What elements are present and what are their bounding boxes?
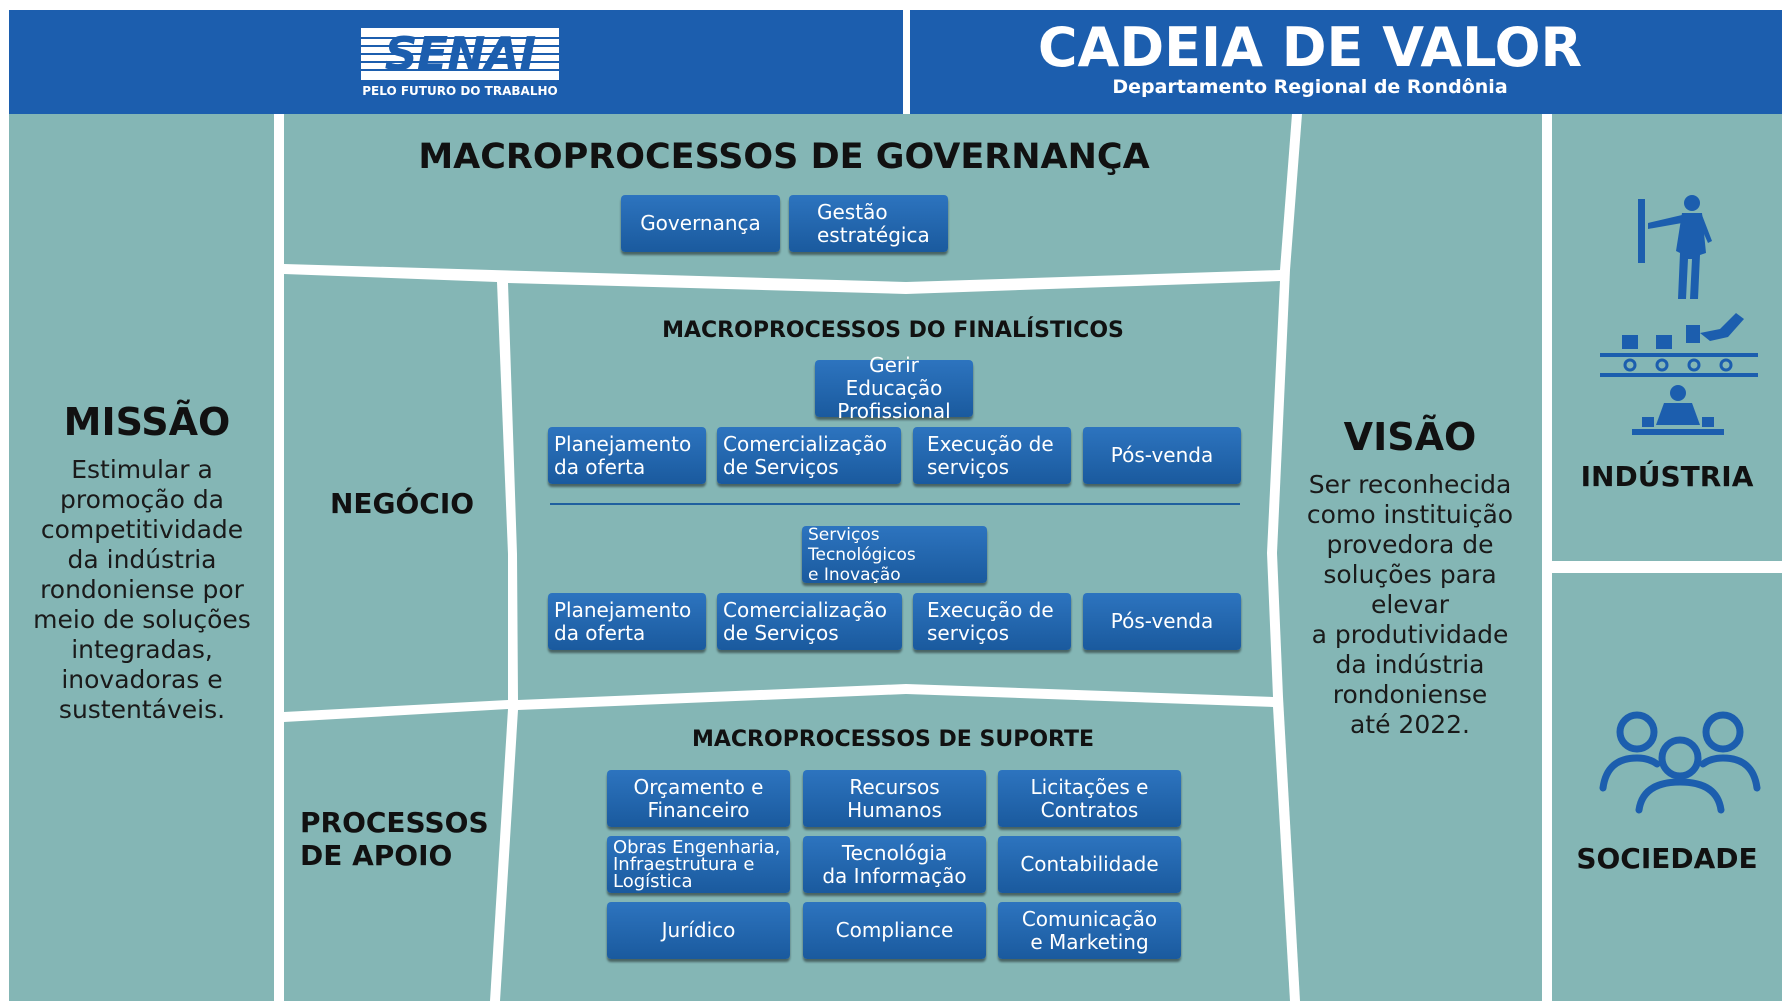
missao-title: MISSÃO <box>63 400 231 444</box>
licitacoes-contratos-box[interactable]: Licitações e Contratos <box>998 770 1181 827</box>
finalisticos-title: MACROPROCESSOS DO FINALÍSTICOS <box>662 318 1124 343</box>
page-subtitle: Departamento Regional de Rondônia <box>1112 76 1508 98</box>
industria-label: INDÚSTRIA <box>1580 460 1754 493</box>
orcamento-financeiro-box[interactable]: Orçamento e Financeiro <box>607 770 790 827</box>
conveyor-robot-icon <box>1600 313 1758 377</box>
suporte-title: MACROPROCESSOS DE SUPORTE <box>691 727 1095 752</box>
logo-tagline: PELO FUTURO DO TRABALHO <box>362 84 558 98</box>
group-divider <box>550 503 1240 505</box>
compliance-box[interactable]: Compliance <box>803 902 986 959</box>
worker-icon <box>1638 195 1712 299</box>
comunicacao-marketing-box[interactable]: Comunicação e Marketing <box>998 902 1181 959</box>
missao-text: Estimular a promoção da competitividade … <box>33 455 251 724</box>
obras-engenharia-box[interactable]: Obras Engenharia, Infraestrutura e Logís… <box>607 836 790 893</box>
apoio-label: PROCESSOS DE APOIO <box>300 806 489 872</box>
tecnologia-informacao-box[interactable]: Tecnológia da Informação <box>803 836 986 893</box>
negocio-label: NEGÓCIO <box>329 487 475 520</box>
pos-venda-box[interactable]: Pós-venda <box>1083 427 1241 484</box>
visao-title: VISÃO <box>1343 415 1477 459</box>
assembly-worker-icon <box>1632 385 1724 435</box>
logo-text: SENAI <box>384 27 537 81</box>
page-title: CADEIA DE VALOR <box>1037 16 1583 79</box>
execucao-servicos-box[interactable]: Execução de serviços <box>913 427 1071 484</box>
servicos-tecnologicos-box[interactable]: Serviços Tecnológicos e Inovação <box>802 525 987 585</box>
pos-venda-box-2[interactable]: Pós-venda <box>1083 593 1241 650</box>
governanca-title: MACROPROCESSOS DE GOVERNANÇA <box>418 137 1150 177</box>
governanca-box[interactable]: Governança <box>621 195 780 252</box>
planejamento-oferta-box[interactable]: Planejamento da oferta <box>548 427 706 484</box>
comercializacao-servicos-box[interactable]: Comercialização de Serviços <box>717 427 901 484</box>
execucao-servicos-box-2[interactable]: Execução de serviços <box>913 593 1071 650</box>
senai-logo: SENAI <box>361 28 559 80</box>
visao-text: Ser reconhecida como instituição provedo… <box>1306 470 1514 739</box>
planejamento-oferta-box-2[interactable]: Planejamento da oferta <box>548 593 706 650</box>
gestao-estrategica-box[interactable]: Gestão estratégica <box>789 195 948 252</box>
sociedade-label: SOCIEDADE <box>1576 842 1758 875</box>
comercializacao-servicos-box-2[interactable]: Comercialização de Serviços <box>717 593 902 650</box>
header-right: CADEIA DE VALOR Departamento Regional de… <box>910 10 1782 114</box>
recursos-humanos-box[interactable]: Recursos Humanos <box>803 770 986 827</box>
people-group-icon <box>1599 711 1761 814</box>
header-left: SENAI PELO FUTURO DO TRABALHO <box>9 10 903 114</box>
contabilidade-box[interactable]: Contabilidade <box>998 836 1181 893</box>
juridico-box[interactable]: Jurídico <box>607 902 790 959</box>
gerir-educacao-box[interactable]: Gerir Educação Profissional <box>815 354 973 423</box>
